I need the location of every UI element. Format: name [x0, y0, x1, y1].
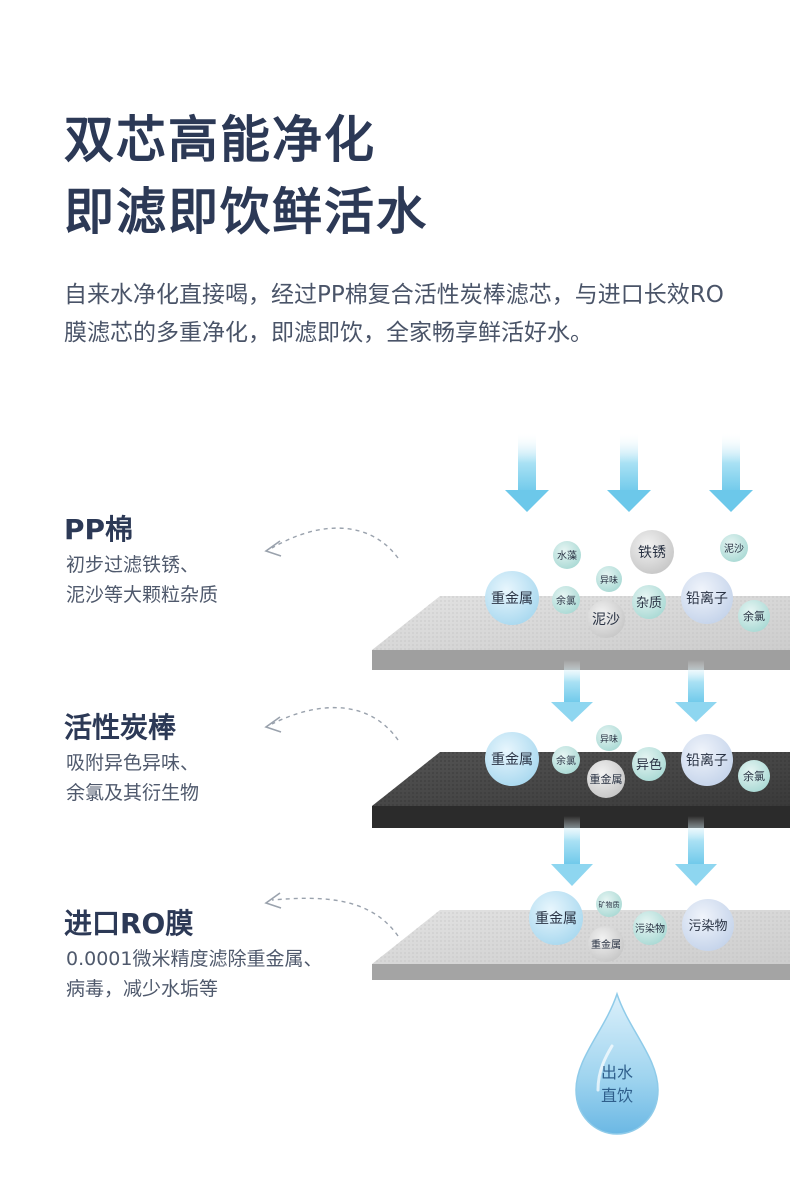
particle-label: 异味: [600, 733, 618, 745]
particle-bubble: 异色: [632, 747, 666, 781]
particle-label: 重金属: [535, 911, 577, 927]
intro-description: 自来水净化直接喝，经过PP棉复合活性炭棒滤芯，与进口长效RO膜滤芯的多重净化，即…: [64, 282, 724, 346]
particle-label: 重金属: [591, 938, 621, 951]
pointer-heads: [264, 540, 282, 909]
inflow-arrows: [505, 432, 753, 512]
section-desc-line: 初步过滤铁锈、: [66, 554, 200, 576]
particle-label: 重金属: [491, 591, 533, 607]
particle-label: 矿物质: [599, 900, 620, 909]
particle-bubble: 铅离子: [681, 734, 733, 786]
particle-bubble: 矿物质: [596, 891, 622, 917]
section-title-carbon: 活性炭棒: [64, 711, 177, 744]
section-desc-carbon: 吸附异色异味、 余氯及其衍生物: [66, 748, 199, 808]
particle-label: 铁锈: [638, 545, 666, 561]
particle-label: 污染物: [635, 922, 665, 935]
particle-bubble: 污染物: [633, 911, 667, 945]
drop-label-line1: 出水: [601, 1063, 633, 1082]
particle-bubble: 铅离子: [681, 572, 733, 624]
particle-label: 铅离子: [686, 752, 728, 769]
particle-bubble: 重金属: [587, 760, 625, 798]
down-arrow-icon: [709, 432, 753, 512]
particle-label: 重金属: [590, 772, 623, 786]
pointer-line-carbon: [271, 706, 399, 741]
down-arrow-icon: [551, 660, 593, 722]
section-title-ro: 进口RO膜: [64, 907, 194, 940]
particle-label: 余氯: [556, 594, 576, 607]
particle-bubble: 铁锈: [630, 530, 674, 574]
particle-label: 重金属: [491, 752, 533, 768]
pointer-lines: [271, 527, 399, 937]
section-title-pp: PP棉: [64, 513, 134, 546]
particle-bubble: 污染物: [682, 899, 734, 951]
flow-arrows-2: [551, 816, 717, 886]
flow-arrows-1: [551, 660, 717, 722]
particle-bubble: 泥沙: [587, 600, 625, 638]
section-desc-pp: 初步过滤铁锈、 泥沙等大颗粒杂质: [66, 550, 218, 610]
particle-bubble: 异味: [596, 725, 622, 751]
down-arrow-icon: [607, 432, 651, 512]
particles-layer-ro: 矿物质 重金属 污染物 污染物 重金属: [529, 891, 734, 962]
title-line-2: 即滤即饮鲜活水: [64, 183, 428, 241]
particle-label: 铅离子: [686, 590, 728, 607]
particle-bubble: 重金属: [588, 926, 624, 962]
particle-label: 异味: [600, 574, 618, 586]
particle-bubble: 异味: [596, 566, 622, 592]
particle-bubble: 重金属: [485, 571, 539, 625]
particle-bubble: 水藻: [553, 541, 581, 569]
down-arrow-icon: [675, 660, 717, 722]
particle-bubble: 重金属: [529, 891, 583, 945]
particle-label: 余氯: [743, 609, 765, 623]
particle-bubble: 余氯: [552, 586, 580, 614]
particle-label: 余氯: [556, 754, 576, 767]
pointer-head-icon: [264, 716, 282, 733]
section-desc-ro: 0.0001微米精度滤除重金属、 病毒，减少水垢等: [66, 944, 322, 1004]
particle-bubble: 余氯: [738, 600, 770, 632]
particle-label: 杂质: [636, 596, 662, 611]
section-desc-line: 吸附异色异味、: [66, 752, 200, 774]
particle-bubble: 余氯: [552, 746, 580, 774]
water-drop-icon: 出水 直饮: [575, 991, 659, 1135]
particles-layer-pp: 水藻 铁锈 泥沙 异味 重金属 余氯 泥沙 杂质 铅离子 余氯: [485, 530, 770, 638]
particle-bubble: 重金属: [485, 732, 539, 786]
section-desc-line: 0.0001微米精度滤除重金属、: [66, 948, 323, 970]
down-arrow-icon: [675, 816, 717, 886]
particle-label: 泥沙: [592, 612, 620, 628]
pointer-head-icon: [264, 540, 282, 557]
pointer-line-pp: [271, 527, 399, 559]
pointer-line-ro: [271, 897, 399, 937]
particle-bubble: 杂质: [632, 585, 666, 619]
particle-bubble: 余氯: [738, 760, 770, 792]
particle-label: 余氯: [743, 769, 765, 783]
section-desc-line: 泥沙等大颗粒杂质: [66, 584, 219, 606]
section-desc-line: 病毒，减少水垢等: [66, 978, 219, 1000]
particle-bubble: 泥沙: [720, 534, 748, 562]
section-desc-line: 余氯及其衍生物: [66, 782, 200, 804]
down-arrow-icon: [505, 432, 549, 512]
particle-label: 泥沙: [724, 542, 744, 555]
particle-label: 异色: [636, 757, 662, 773]
pointer-head-icon: [264, 892, 282, 909]
particle-label: 水藻: [557, 549, 577, 562]
down-arrow-icon: [551, 816, 593, 886]
particles-layer-carbon: 异味 重金属 余氯 重金属 异色 铅离子 余氯: [485, 725, 770, 798]
particle-label: 污染物: [688, 919, 727, 934]
drop-label-line2: 直饮: [601, 1086, 633, 1105]
title-line-1: 双芯高能净化: [64, 111, 376, 169]
